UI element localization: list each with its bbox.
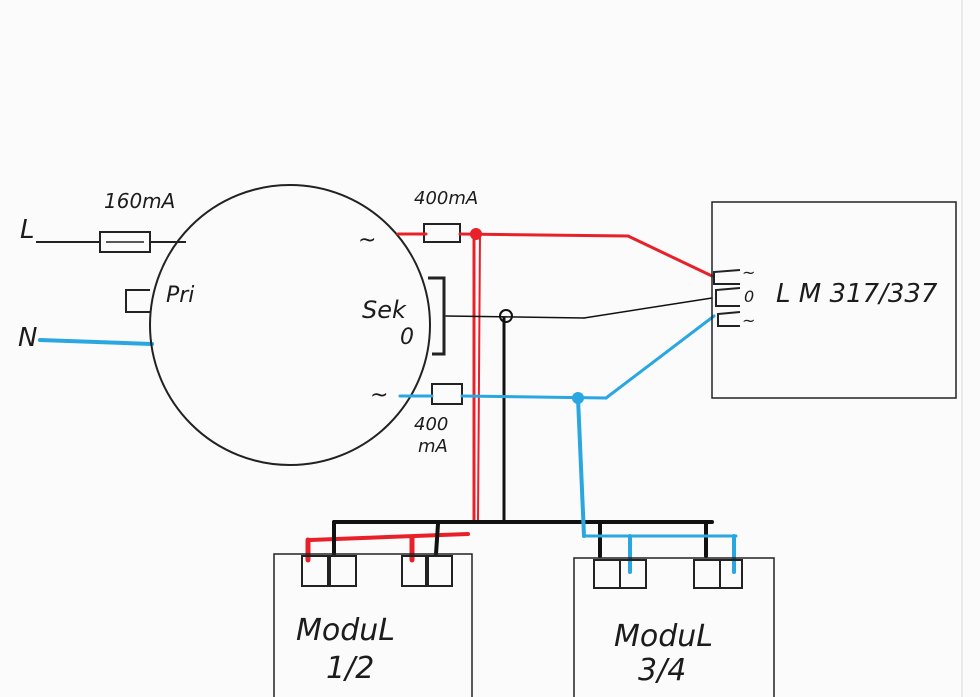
center-tap-label: 0 [400, 325, 414, 350]
red-wire [305, 228, 714, 563]
transformer-circle [149, 184, 431, 466]
fuse-secondary-top-label: 400mA [414, 188, 478, 209]
module-3-4-line2: 3/4 [638, 653, 686, 688]
black-wire [332, 297, 714, 558]
fuse-primary-label: 160mA [104, 189, 175, 213]
line-label: L [20, 215, 35, 245]
regulator-terminals [713, 269, 741, 327]
meter-zero: 0 [744, 287, 754, 306]
ac-symbol-bottom: ~ [370, 383, 388, 408]
module-3-4-line1: ModuL [614, 619, 713, 654]
neutral-label: N [18, 323, 37, 353]
module-1-2-box [273, 553, 473, 697]
primary-terminal [125, 289, 150, 313]
fuse-secondary-bottom [431, 383, 463, 405]
regulator-name: L M 317/337 [776, 279, 938, 309]
fuse-secondary-top [423, 223, 461, 243]
primary-label: Pri [166, 283, 194, 308]
secondary-label: Sek [362, 296, 407, 324]
fuse-secondary-bottom-value: 400 [414, 414, 448, 435]
meter-ac-top: ~ [742, 263, 755, 282]
blue-wire [398, 314, 738, 574]
secondary-bracket [428, 276, 446, 356]
regulator-box [711, 201, 957, 399]
neutral-input [38, 338, 154, 346]
fuse-secondary-bottom-unit: mA [418, 436, 448, 457]
meter-ac-bottom: ~ [742, 311, 755, 330]
module-3-4-box [573, 557, 775, 697]
fuse-primary [99, 231, 151, 253]
module-1-2-line2: 1/2 [326, 651, 374, 686]
module-1-2-line1: ModuL [296, 613, 395, 648]
ac-symbol-top: ~ [358, 228, 376, 253]
